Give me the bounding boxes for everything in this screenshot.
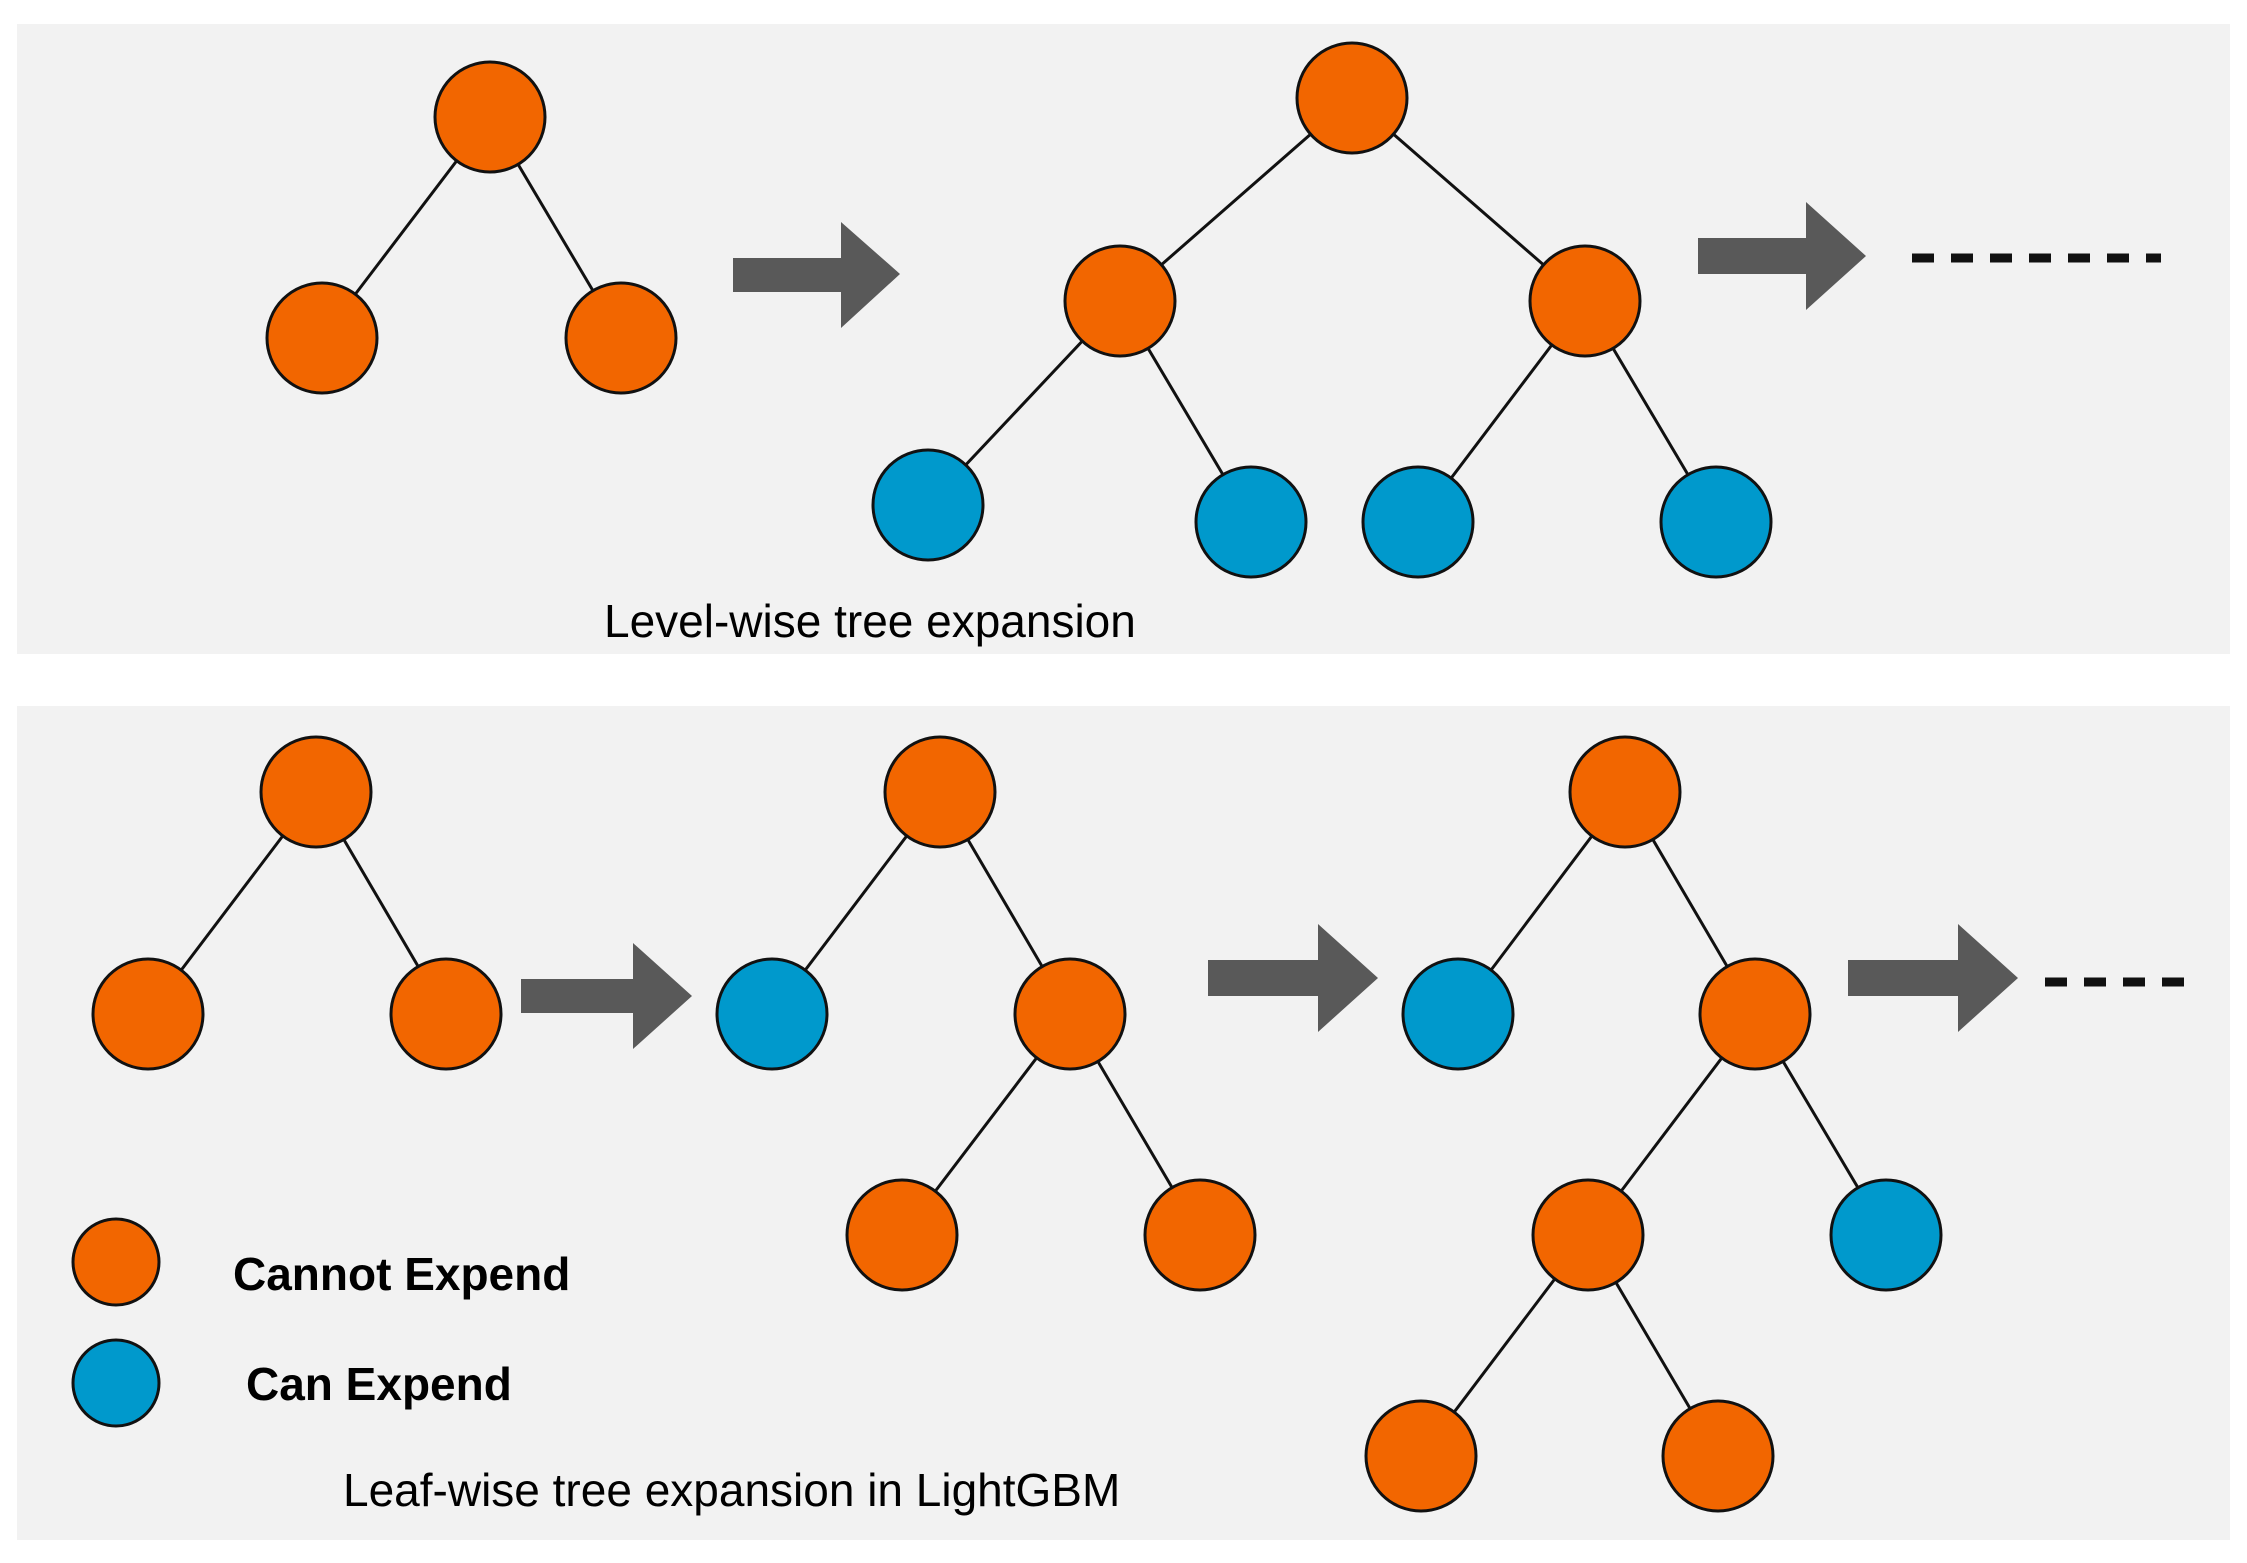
level-wise-caption: Level-wise tree expansion bbox=[604, 595, 1136, 647]
leaf-wise-caption: Leaf-wise tree expansion in LightGBM bbox=[343, 1464, 1120, 1516]
node-cannot-expend bbox=[1661, 1399, 1775, 1513]
node-can-expend bbox=[1659, 465, 1773, 579]
node-cannot-expend bbox=[265, 281, 379, 395]
legend-cannot-expend-swatch bbox=[71, 1217, 161, 1307]
leaf-wise-tree-3 bbox=[1364, 735, 1943, 1513]
level-wise-tree-2 bbox=[871, 41, 1773, 579]
level-wise-panel: Level-wise tree expansion bbox=[17, 24, 2230, 654]
leaf-wise-panel-background bbox=[17, 706, 2230, 1540]
node-cannot-expend bbox=[845, 1178, 959, 1292]
node-cannot-expend bbox=[1013, 957, 1127, 1071]
node-cannot-expend bbox=[259, 735, 373, 849]
node-can-expend bbox=[1194, 465, 1308, 579]
right-arrow-icon bbox=[1698, 202, 1866, 310]
node-cannot-expend bbox=[883, 735, 997, 849]
legend-can-expend-swatch bbox=[71, 1338, 161, 1428]
node-can-expend bbox=[871, 448, 985, 562]
node-cannot-expend bbox=[1063, 244, 1177, 358]
node-can-expend bbox=[1361, 465, 1475, 579]
leaf-wise-panel: Cannot Expend Can Expend Leaf-wise tree … bbox=[17, 706, 2230, 1540]
node-can-expend bbox=[1401, 957, 1515, 1071]
node-cannot-expend bbox=[389, 957, 503, 1071]
leaf-wise-tree-2 bbox=[715, 735, 1257, 1292]
leaf-wise-tree-1 bbox=[91, 735, 503, 1071]
node-cannot-expend bbox=[91, 957, 205, 1071]
legend: Cannot Expend Can Expend bbox=[71, 1217, 570, 1428]
right-arrow-icon bbox=[1208, 924, 1378, 1032]
node-cannot-expend bbox=[1531, 1178, 1645, 1292]
node-cannot-expend bbox=[1364, 1399, 1478, 1513]
node-can-expend bbox=[1829, 1178, 1943, 1292]
right-arrow-icon bbox=[521, 943, 692, 1049]
legend-cannot-expend-label: Cannot Expend bbox=[233, 1248, 570, 1300]
right-arrow-icon bbox=[733, 222, 900, 328]
node-can-expend bbox=[715, 957, 829, 1071]
node-cannot-expend bbox=[1143, 1178, 1257, 1292]
node-cannot-expend bbox=[1568, 735, 1682, 849]
node-cannot-expend bbox=[433, 60, 547, 174]
node-cannot-expend bbox=[564, 281, 678, 395]
node-cannot-expend bbox=[1528, 244, 1642, 358]
right-arrow-icon bbox=[1848, 924, 2018, 1032]
level-wise-tree-1 bbox=[265, 60, 678, 395]
node-cannot-expend bbox=[1698, 957, 1812, 1071]
legend-can-expend-label: Can Expend bbox=[246, 1358, 512, 1410]
node-cannot-expend bbox=[1295, 41, 1409, 155]
